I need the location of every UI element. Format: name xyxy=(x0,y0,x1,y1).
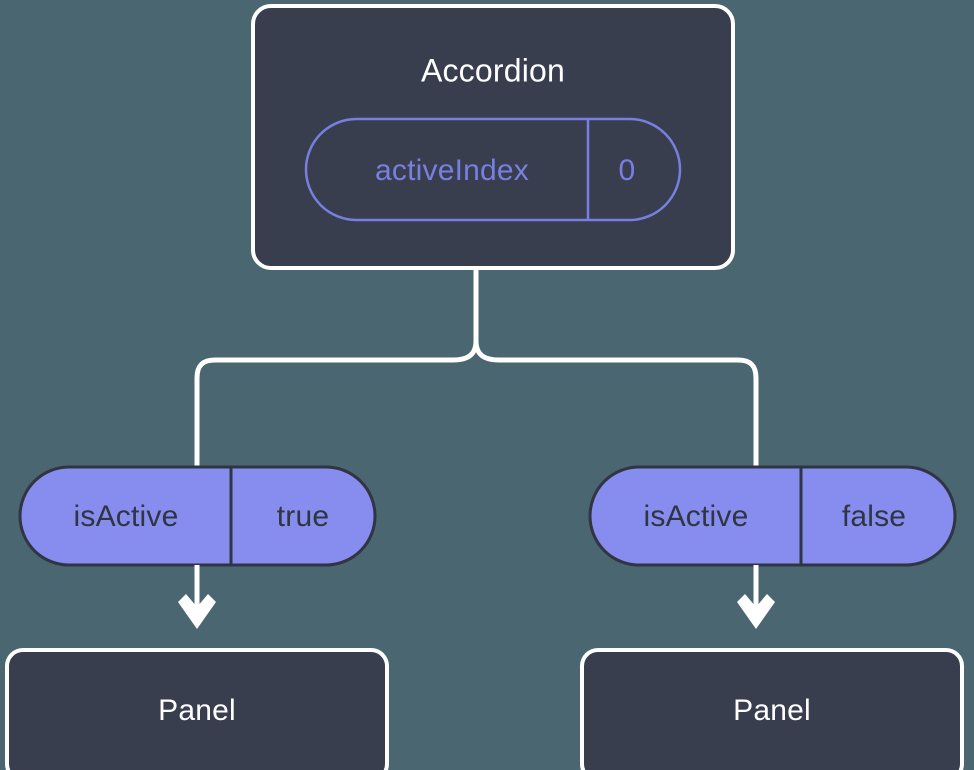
arrow-right-head xyxy=(737,594,775,629)
panel-left-title: Panel xyxy=(158,694,236,727)
branch-right: isActive false Panel xyxy=(580,465,964,770)
panel-right-title: Panel xyxy=(733,694,811,727)
connector-fork-right xyxy=(473,340,759,467)
node-accordion[interactable]: Accordion activeIndex 0 xyxy=(251,4,735,270)
state-pill-value: 0 xyxy=(619,154,636,187)
prop-pill-left-key: isActive xyxy=(74,500,179,533)
panel-right-box[interactable] xyxy=(580,648,964,770)
accordion-box[interactable] xyxy=(251,4,735,270)
prop-pill-left-value: true xyxy=(277,500,330,533)
node-panel-right[interactable]: Panel xyxy=(580,648,964,770)
prop-pill-right-key: isActive xyxy=(644,500,749,533)
branch-left: isActive true Panel xyxy=(5,465,389,770)
panel-left-box[interactable] xyxy=(5,648,389,770)
accordion-state-pill[interactable]: activeIndex 0 xyxy=(304,117,682,222)
state-pill-outline[interactable] xyxy=(304,117,682,222)
prop-pill-left[interactable]: isActive true xyxy=(18,465,377,567)
prop-pill-right-value: false xyxy=(842,500,906,533)
state-pill-key: activeIndex xyxy=(375,154,529,187)
prop-pill-right[interactable]: isActive false xyxy=(588,465,957,567)
arrow-right xyxy=(737,565,775,629)
connector-fork-left xyxy=(194,340,479,467)
node-panel-left[interactable]: Panel xyxy=(5,648,389,770)
accordion-title: Accordion xyxy=(421,52,565,88)
arrow-left xyxy=(178,565,216,629)
connector-group xyxy=(194,268,759,467)
prop-pill-right-body[interactable] xyxy=(588,465,957,567)
arrow-left-head xyxy=(178,594,216,629)
